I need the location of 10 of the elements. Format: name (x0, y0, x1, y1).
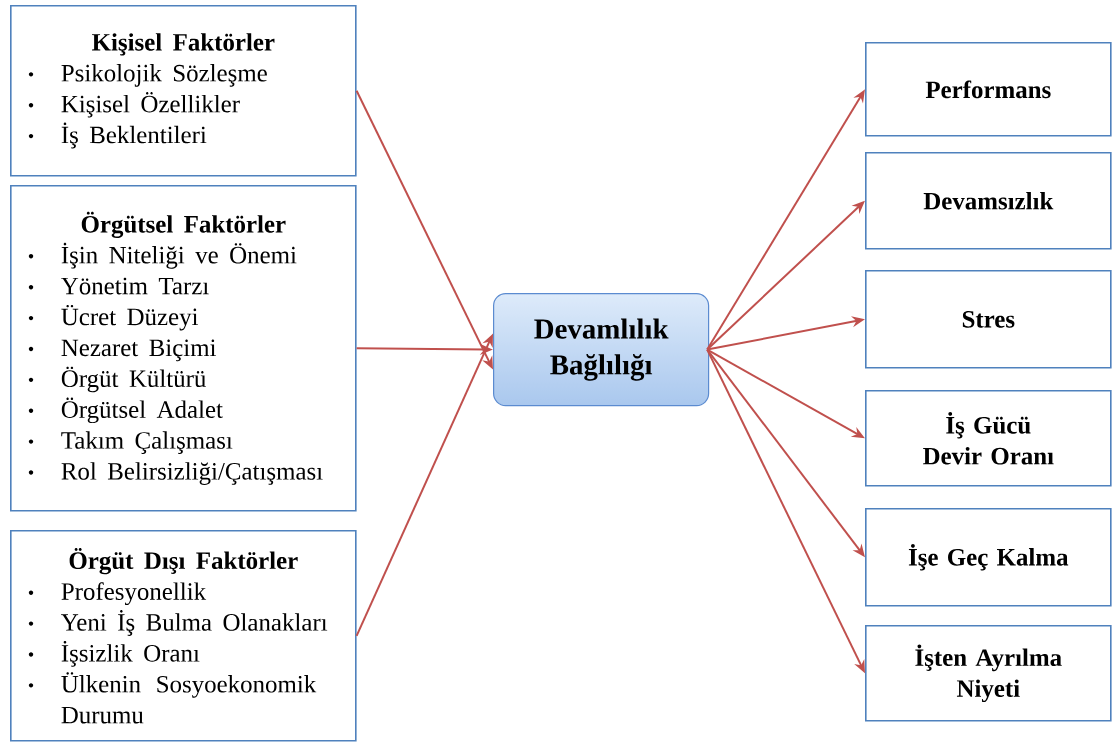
outcome-box: İşten Ayrılma Niyeti (865, 625, 1112, 722)
outcome-box: İş Gücü Devir Oranı (865, 390, 1112, 487)
outcome-box: İşe Geç Kalma (865, 508, 1112, 607)
outcome-box: Stres (865, 270, 1112, 369)
outcome-box: Devamsızlık (865, 152, 1112, 250)
list-box: Örgüt Dışı Faktörler Profesyonellik Yeni İş Bulma Olanakları İşsizlik Oranı Ülkenin Sosyoekonomik Durumu (10, 530, 357, 742)
list-box: Örgütsel Faktörler İşin Niteliği ve Önemi Yönetim Tarzı Ücret Düzeyi Nezaret Biçimi Örgüt Kültürü Örgütsel Adalet Takım Çalışması Rol Belirsizliği/Çatışması (10, 185, 357, 512)
outcome-box: Performans (865, 42, 1112, 137)
rounded-box: Devamlılık Bağlılığı (493, 293, 710, 407)
list-box: Kişisel Faktörler Psikolojik Sözleşme Kişisel Özellikler İş Beklentileri (10, 5, 357, 177)
